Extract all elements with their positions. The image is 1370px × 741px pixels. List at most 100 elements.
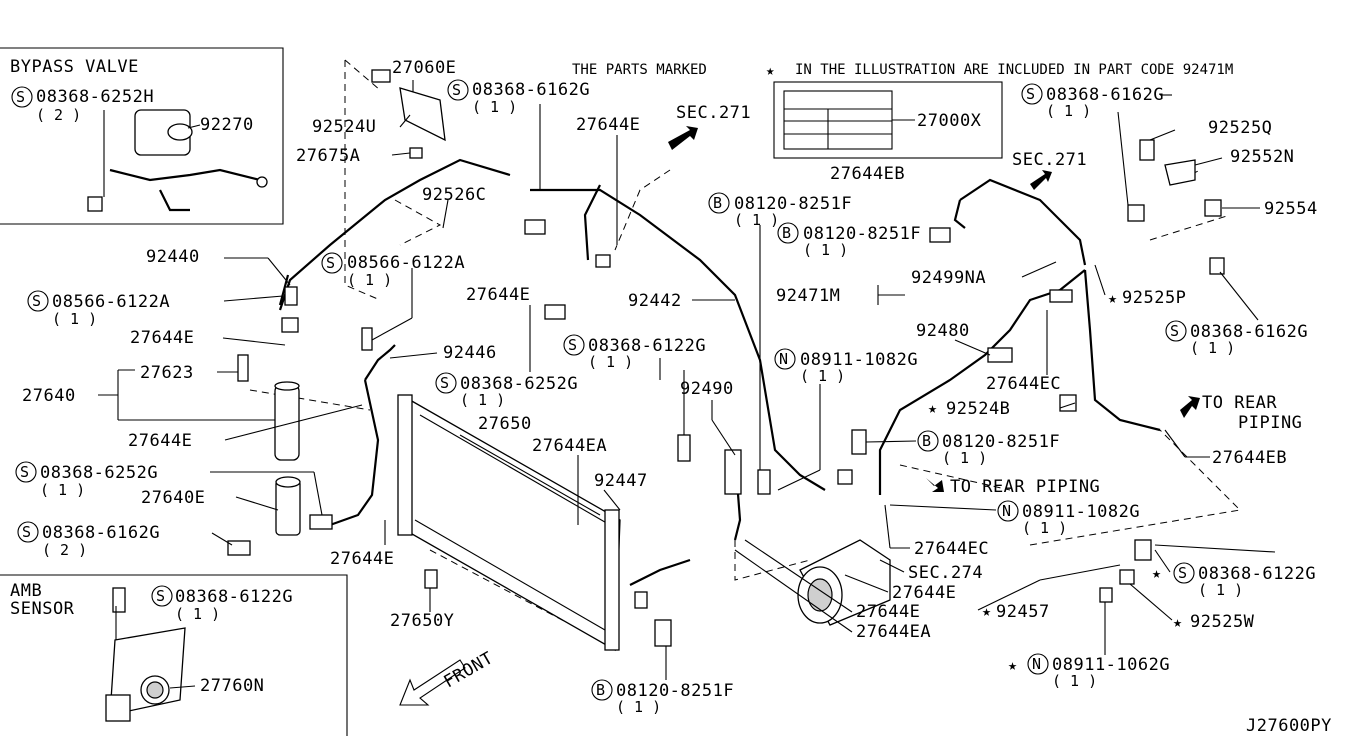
part-label: 92447	[594, 471, 648, 491]
amb-sensor-inset-frame	[0, 574, 348, 736]
part-label: 08368-6252G	[460, 374, 578, 394]
part-label: 27623	[140, 363, 194, 383]
svg-text:N: N	[1032, 655, 1041, 673]
part-qty: ( 1 )	[734, 211, 779, 229]
part-qty: ( 1 )	[942, 449, 987, 467]
part-label: 08368-6162G	[472, 80, 590, 100]
part-label: 92525W	[1190, 612, 1255, 632]
part-labels: 08368-6252H ( 2 ) 92270 08368-6122G ( 1 …	[22, 58, 1317, 716]
sec271-arrow-a	[668, 126, 698, 150]
part-qty: ( 1 )	[1046, 102, 1091, 120]
part-label: SEC.274	[908, 563, 983, 583]
bypass-valve-title: BYPASS VALVE	[10, 57, 139, 77]
marker-s: S	[321, 252, 343, 274]
part-qty: ( 1 )	[1198, 581, 1243, 599]
part-label: 92490	[680, 379, 734, 399]
receiver-drier	[237, 354, 300, 461]
part-label: 08911-1062G	[1052, 655, 1170, 675]
prefix-markers: S S S S S S S S S S S S B B B B N N N	[11, 79, 1195, 701]
svg-text:B: B	[596, 681, 605, 699]
part-label: 27644EC	[986, 374, 1061, 394]
part-qty: ( 1 )	[175, 605, 220, 623]
marker-s: S	[1173, 562, 1195, 584]
part-label: TO REAR PIPING	[950, 477, 1100, 497]
part-label: 08368-6122G	[588, 336, 706, 356]
part-label: 92457	[996, 602, 1050, 622]
svg-text:B: B	[713, 194, 722, 212]
part-label: 92526C	[422, 185, 486, 205]
part-label: 08368-6252H	[36, 87, 154, 107]
sec271-arrow-b	[1030, 170, 1052, 190]
part-qty: ( 1 )	[52, 310, 97, 328]
part-qty: ( 1 )	[347, 271, 392, 289]
part-label: 92471M	[776, 286, 840, 306]
part-label: 92524U	[312, 117, 376, 137]
svg-text:B: B	[922, 432, 931, 450]
fittings	[227, 69, 1225, 647]
part-qty: ( 1 )	[1052, 672, 1097, 690]
svg-text:N: N	[779, 350, 788, 368]
pipe-lines	[278, 158, 1161, 586]
part-label: PIPING	[1238, 413, 1302, 433]
part-label: 08566-6122A	[347, 253, 465, 273]
part-label: 08911-1082G	[800, 350, 918, 370]
part-label: 27760N	[200, 676, 264, 696]
svg-text:S: S	[22, 523, 31, 541]
part-label: 27644E	[130, 328, 194, 348]
svg-text:S: S	[32, 292, 41, 310]
part-label: 27644EA	[532, 436, 607, 456]
part-label: 27644EC	[914, 539, 989, 559]
svg-text:S: S	[326, 254, 335, 272]
part-label: SEC.271	[1012, 150, 1087, 170]
part-label: 27644E	[892, 583, 956, 603]
part-label: 27060E	[392, 58, 456, 78]
compressor	[797, 539, 891, 626]
svg-text:S: S	[440, 374, 449, 392]
leader-lines	[98, 80, 1276, 689]
marker-n: N	[1027, 653, 1049, 675]
part-label: 08368-6122G	[175, 587, 293, 607]
to-rear-piping-arrow-b	[926, 478, 944, 492]
part-label: 27644EA	[856, 622, 931, 642]
part-label: 92499NA	[911, 268, 986, 288]
svg-text:S: S	[1178, 564, 1187, 582]
part-label: 27644E	[128, 431, 192, 451]
marker-s: S	[435, 372, 457, 394]
svg-text:N: N	[1002, 502, 1011, 520]
part-label: 27644EB	[830, 164, 905, 184]
part-label: 27675A	[296, 146, 360, 166]
part-label: 08120-8251F	[616, 681, 734, 701]
drier-bracket	[275, 476, 301, 536]
svg-text:S: S	[568, 336, 577, 354]
part-label: 08911-1082G	[1022, 502, 1140, 522]
amb-sensor-title-2: SENSOR	[10, 599, 75, 619]
marker-s: S	[1165, 320, 1187, 342]
part-label: 92442	[628, 291, 682, 311]
part-label: 27644E	[330, 549, 394, 569]
svg-text:S: S	[1026, 85, 1035, 103]
marker-b: B	[591, 679, 613, 701]
svg-text:S: S	[156, 587, 165, 605]
note-prefix: THE PARTS MARKED	[572, 62, 707, 78]
marker-n: N	[774, 348, 796, 370]
svg-text:S: S	[1170, 322, 1179, 340]
part-label: 27650	[478, 414, 532, 434]
part-label: 27644E	[576, 115, 640, 135]
part-label: TO REAR	[1202, 393, 1277, 413]
star-mark: ★	[1173, 613, 1182, 631]
part-label: SEC.271	[676, 103, 751, 123]
part-label: 08120-8251F	[734, 194, 852, 214]
part-qty: ( 1 )	[616, 698, 661, 716]
part-qty: ( 1 )	[588, 353, 633, 371]
part-label: 92525P	[1122, 288, 1186, 308]
marker-b: B	[777, 222, 799, 244]
star-mark: ★	[1008, 656, 1017, 674]
marker-s: S	[11, 86, 33, 108]
part-label: 08368-6252G	[40, 463, 158, 483]
part-label: 92440	[146, 247, 200, 267]
part-label: 08120-8251F	[803, 224, 921, 244]
part-label: 27000X	[917, 111, 982, 131]
svg-text:S: S	[16, 88, 25, 106]
star-markers: ★ ★ ★ ★ ★ ★	[928, 289, 1182, 674]
